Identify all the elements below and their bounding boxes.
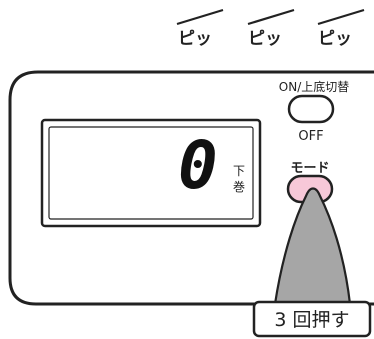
beep-mark: ピッ (317, 8, 365, 49)
lcd-mode-bottom: 巻 (233, 180, 245, 194)
lcd-digit: 0 (178, 127, 218, 204)
power-button[interactable] (287, 94, 335, 124)
beep-mark: ピッ (247, 8, 295, 49)
beep-mark: ピッ (176, 8, 224, 49)
pressing-finger-icon (273, 187, 352, 306)
lcd-display: 0 下 巻 (40, 118, 262, 228)
mode-button-label: モード (290, 161, 329, 176)
power-off-label: OFF (298, 129, 323, 144)
beep-text: ピッ (248, 29, 282, 49)
power-button-label: ON/上底切替 (279, 79, 349, 94)
beep-text: ピッ (178, 29, 212, 49)
power-button-group: ON/上底切替 OFF (279, 79, 349, 144)
lcd-mode-top: 下 (233, 164, 245, 178)
beep-text: ピッ (318, 29, 352, 49)
beep-indicators: ピッ ピッ ピッ (176, 8, 365, 49)
instruction-text: 3 回押す (274, 309, 349, 331)
instruction-callout: 3 回押す (252, 300, 372, 338)
